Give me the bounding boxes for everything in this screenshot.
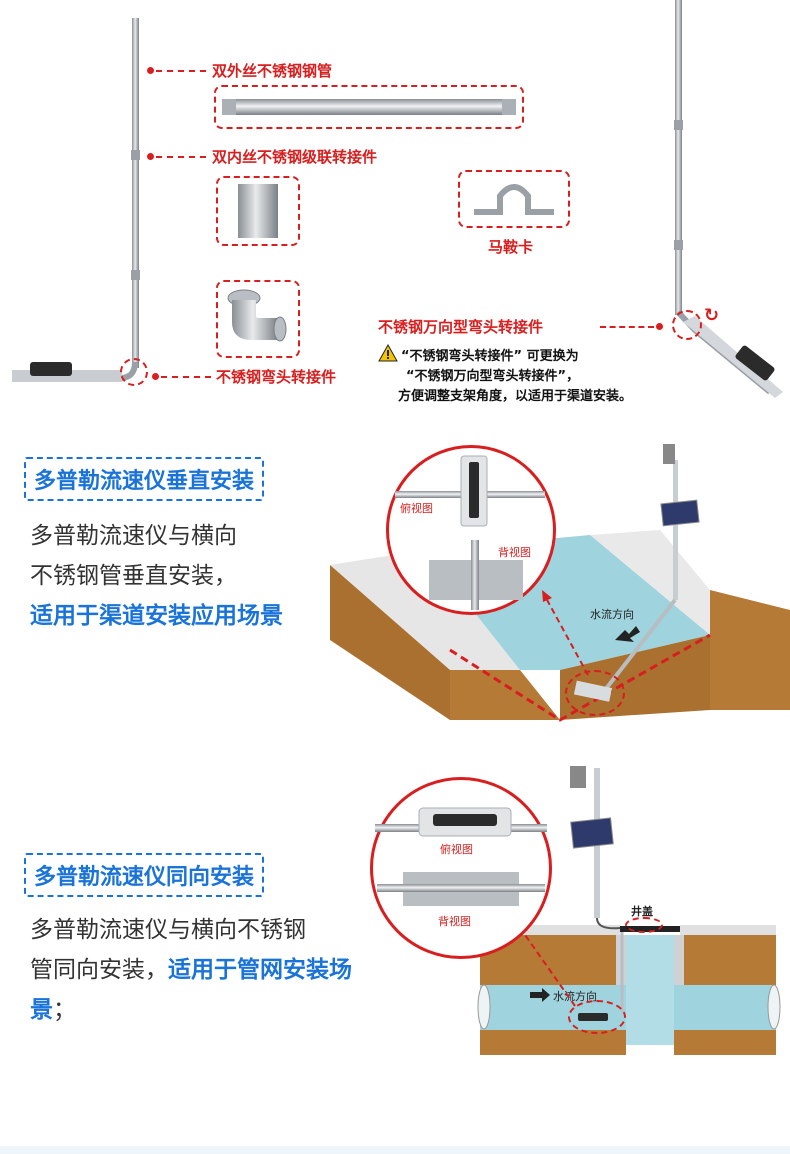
connector-dot-1 (147, 67, 154, 74)
connector-dot-2 (147, 153, 154, 160)
section2-flow-label: 水流方向 (553, 990, 597, 1003)
section1-text-highlight: 适用于渠道安装应用场景 (30, 603, 283, 629)
inner-joint-box (216, 176, 300, 246)
connector-dot-4 (656, 323, 663, 330)
connector-line-1 (156, 70, 206, 72)
elbow-highlight-circle-right (672, 310, 702, 340)
section1-title: 多普勒流速仪垂直安装 (24, 457, 265, 501)
section1-sensor-circle (565, 670, 625, 716)
rotate-arrow-icon: ↻ (704, 305, 720, 326)
pipe-network-diagram (470, 760, 790, 1060)
section2-title: 多普勒流速仪同向安装 (24, 853, 265, 897)
connector-line-2 (156, 156, 206, 158)
section2-text-highlight: 适用于管网安装场景 (30, 957, 352, 1023)
saddle-box (458, 170, 570, 228)
section2-detail-circle (370, 777, 552, 959)
outer-pipe-box (214, 85, 524, 129)
section2-text-line2: 管同向安装，适用于管网安装场景； (30, 950, 380, 1030)
section2-sensor-circle (568, 1000, 626, 1034)
label-universal-elbow: 不锈钢万向型弯头转接件 (378, 318, 544, 336)
connector-line-4 (600, 326, 654, 328)
section2-text-line2-plain: 管同向安装， (30, 957, 168, 983)
section2-text-line1: 多普勒流速仪与横向不锈钢 (30, 917, 306, 943)
section1-pointer-arrow (540, 590, 600, 680)
elbow-highlight-circle-left (120, 358, 148, 386)
note-line-2: “不锈钢万向型弯头转接件”， (406, 369, 580, 384)
label-inner-joint: 双内丝不锈钢级联转接件 (212, 148, 378, 166)
section2-back-view-label: 背视图 (438, 915, 471, 928)
pole-diagram-left (8, 10, 168, 390)
section2-text-end: ； (53, 997, 76, 1023)
section2-top-view-label: 俯视图 (440, 843, 473, 856)
section1-text-line1: 多普勒流速仪与横向 (30, 523, 237, 549)
section2-cover-circle (625, 917, 663, 933)
note-line-3: 方便调整支架角度，以适用于渠道安装。 (398, 389, 633, 404)
section1-text: 多普勒流速仪与横向 不锈钢管垂直安装， 适用于渠道安装应用场景 (30, 516, 320, 636)
section1-detail-circle (386, 445, 556, 615)
pole-diagram-right (655, 0, 785, 410)
section1-top-view-label: 俯视图 (400, 502, 433, 515)
label-elbow: 不锈钢弯头转接件 (216, 368, 337, 386)
note-line-1: “不锈钢弯头转接件” 可更换为 (401, 349, 579, 364)
section2-text: 多普勒流速仪与横向不锈钢 管同向安装，适用于管网安装场景； (30, 910, 380, 1030)
connector-line-3 (161, 376, 211, 378)
label-outer-pipe: 双外丝不锈钢钢管 (212, 62, 333, 80)
warning-icon (378, 344, 398, 362)
section2-cover-label: 井盖 (631, 905, 653, 918)
section1-flow-label: 水流方向 (590, 608, 634, 621)
connector-dot-3 (152, 373, 159, 380)
bottom-strip (0, 1146, 790, 1154)
elbow-box (216, 280, 300, 358)
section1-back-view-label: 背视图 (498, 546, 531, 559)
label-saddle: 马鞍卡 (488, 238, 534, 256)
section1-text-line2: 不锈钢管垂直安装， (30, 563, 237, 589)
